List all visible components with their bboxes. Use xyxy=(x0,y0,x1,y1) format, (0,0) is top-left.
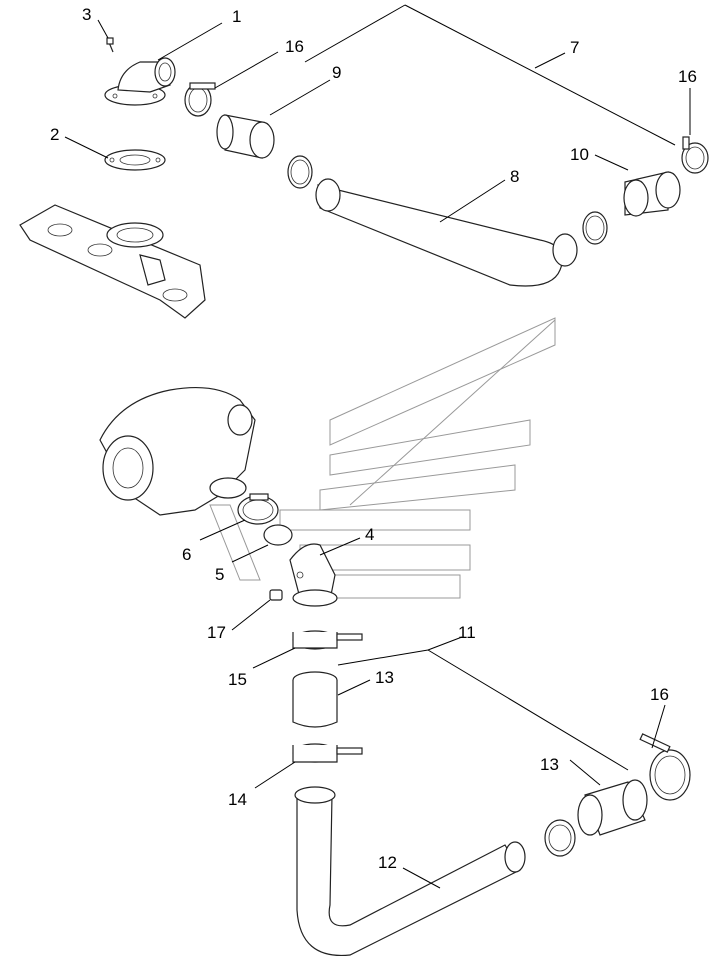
turbocharger xyxy=(99,386,256,516)
sleeve-part-10 xyxy=(623,171,681,217)
sleeve-part-9 xyxy=(216,114,275,159)
screw-part-3 xyxy=(106,37,114,53)
callout-2: 2 xyxy=(50,125,59,144)
callout-3: 3 xyxy=(82,5,91,24)
ring-lower xyxy=(544,819,576,857)
gasket-part-2 xyxy=(104,149,166,171)
ring-upper-right xyxy=(582,211,608,245)
callout-13-right: 13 xyxy=(540,755,559,774)
callout-12: 12 xyxy=(378,853,397,872)
sleeve-part-13-middle xyxy=(292,671,338,728)
clamp-part-16-bottom xyxy=(639,733,691,801)
callout-5: 5 xyxy=(215,565,224,584)
exhaust-manifold xyxy=(19,204,206,319)
ring-upper-left xyxy=(287,155,313,189)
callout-15-top: 16 xyxy=(285,37,304,56)
elbow-flange-part-1 xyxy=(104,57,176,106)
callout-14: 14 xyxy=(228,790,247,809)
elbow-part-4 xyxy=(289,543,338,607)
clamp-part-16-top xyxy=(681,136,709,174)
callout-15-bottom: 15 xyxy=(228,670,247,689)
leader-lines xyxy=(64,4,691,889)
callout-16-bottom: 16 xyxy=(650,685,669,704)
clamp-part-6 xyxy=(237,493,279,525)
clamp-part-15-top xyxy=(184,82,216,117)
callout-8: 8 xyxy=(510,167,519,186)
gasket-part-5 xyxy=(263,524,293,546)
callout-labels: 3 1 16 9 7 16 2 10 8 4 6 5 17 11 15 13 1… xyxy=(50,5,697,872)
pipe-part-8 xyxy=(315,178,578,287)
callout-9: 9 xyxy=(332,63,341,82)
callout-1: 1 xyxy=(232,7,241,26)
callout-13-middle: 13 xyxy=(375,668,394,687)
callout-17: 17 xyxy=(207,623,226,642)
callout-6: 6 xyxy=(182,545,191,564)
callout-4: 4 xyxy=(365,525,374,544)
callout-7: 7 xyxy=(570,38,579,57)
callout-10: 10 xyxy=(570,145,589,164)
clamp-part-15-bottom xyxy=(292,630,363,650)
callout-11: 11 xyxy=(458,623,476,642)
pipe-part-12 xyxy=(294,786,526,957)
watermark-logo xyxy=(209,317,556,599)
plug-part-17 xyxy=(269,589,283,601)
callout-16-top: 16 xyxy=(678,67,697,86)
clamp-part-14 xyxy=(292,743,363,763)
sleeve-part-13-right xyxy=(577,779,648,836)
